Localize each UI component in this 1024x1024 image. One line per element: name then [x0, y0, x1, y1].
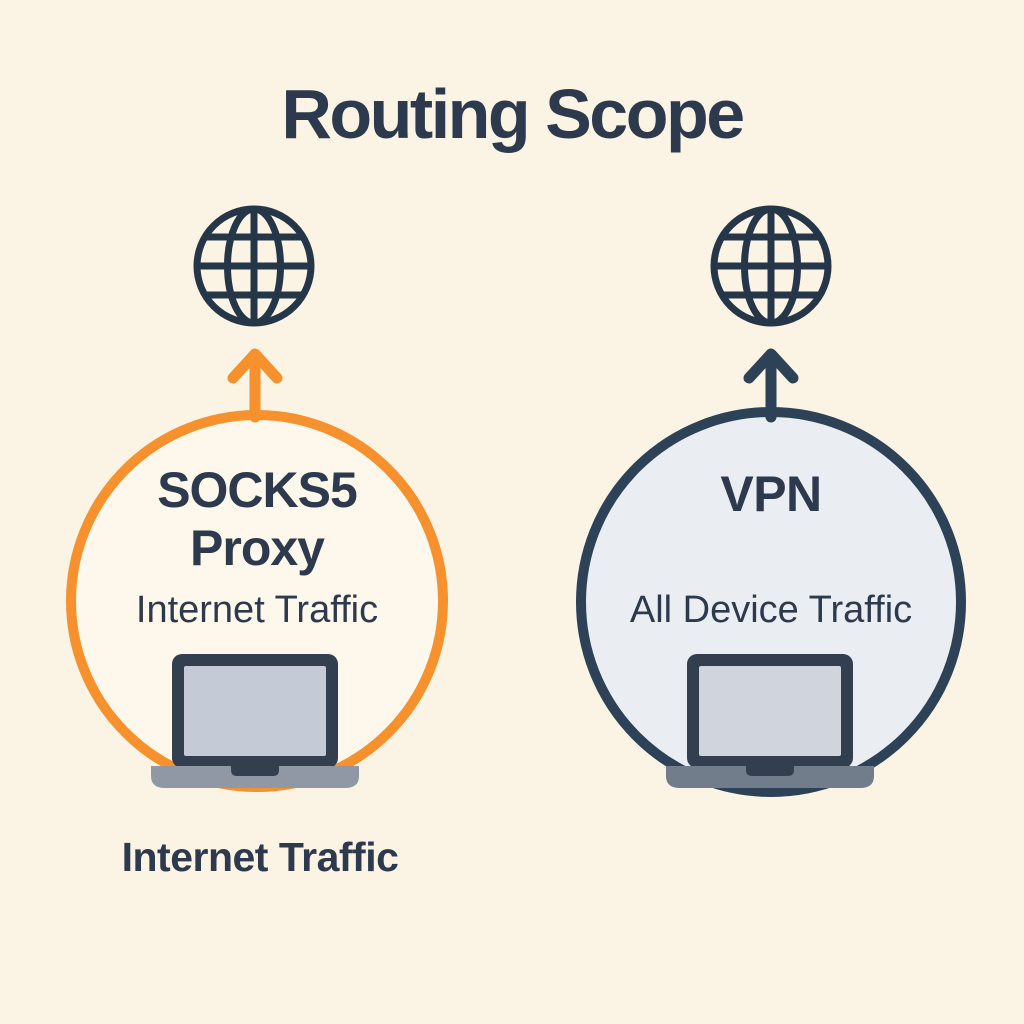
socks5-scope-label: Internet Traffic — [135, 589, 379, 631]
socks5-heading-line2: Proxy — [190, 520, 325, 576]
laptop-hinge-notch — [746, 764, 794, 776]
laptop-hinge-notch — [231, 764, 279, 776]
laptop-base — [666, 766, 874, 788]
laptop-screen — [699, 666, 841, 756]
vpn-scope-label: All Device Traffic — [629, 589, 913, 631]
globe-icon — [710, 205, 832, 327]
page-title: Routing Scope — [281, 75, 745, 153]
internet-traffic-caption: Internet Traffic — [121, 834, 399, 880]
globe-icon — [193, 205, 315, 327]
laptop-screen — [184, 666, 326, 756]
laptop-base — [151, 766, 359, 788]
laptop-icon — [666, 654, 874, 788]
laptop-icon — [151, 654, 359, 788]
vpn-heading: VPN — [720, 466, 822, 522]
arrow-up-icon — [227, 348, 283, 423]
socks5-heading-line1: SOCKS5 — [157, 462, 358, 518]
arrow-up-icon — [743, 348, 799, 423]
